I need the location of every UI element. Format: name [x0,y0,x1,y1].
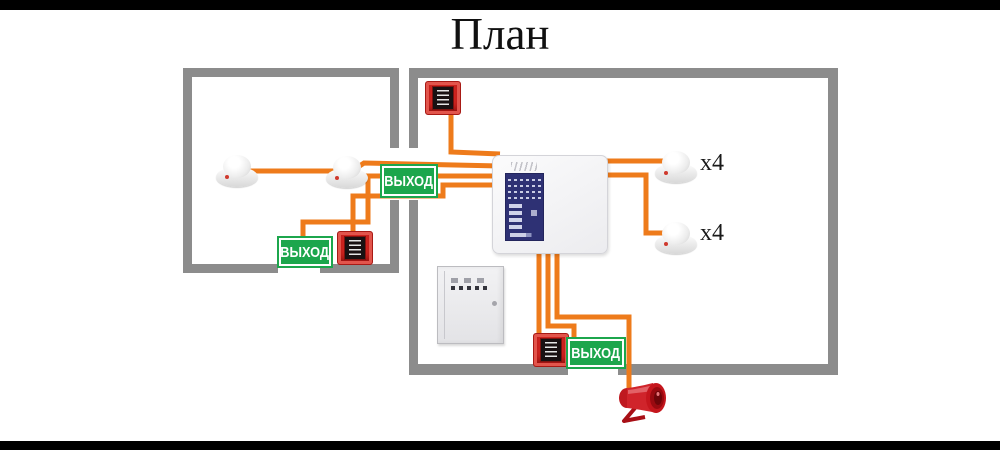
manual-call-point-glass [432,86,454,110]
left-room-wall-top [183,68,399,77]
control-panel [492,155,608,254]
left-room-wall-bottom-left [183,264,278,273]
exit-sign-label: ВЫХОД [280,243,330,261]
smoke-detector-1 [216,155,258,187]
manual-call-point-glass [540,338,562,362]
smoke-detector-led [225,175,229,179]
siren-bell-glint [656,392,660,396]
siren-highlight [628,385,653,394]
siren-icon [619,383,666,423]
smoke-detector-dome [223,155,251,178]
keypad-key [531,210,537,216]
smoke-detector-2 [326,156,368,188]
big-room-wall-left-lower [409,200,418,375]
letterbox-bottom [0,441,1000,450]
keypad-zone-indicators [509,204,522,230]
wire-panel-to-siren [554,251,632,392]
exit-sign-bottom: ВЫХОД [568,339,624,367]
wire-left-room-detector-loop [237,160,501,174]
exit-sign-corridor: ВЫХОД [382,166,436,196]
wire-panel-to-detector-right-bottom [602,172,664,236]
power-supply-unit [437,266,504,344]
page-title: План [450,9,550,59]
smoke-detector-3 [655,151,697,183]
siren-bracket [622,406,646,423]
wire-panel-to-exit-sign-bottom [545,251,577,342]
manual-call-point-glass [344,236,366,260]
manual-call-point-bottom [533,333,569,367]
panel-vents [511,162,537,171]
left-room-wall-right-lower [390,200,399,273]
psu-door-seam [444,271,445,339]
smoke-detector-dome [333,156,361,179]
smoke-detector-led [664,171,668,175]
exit-sign-label: ВЫХОД [571,344,621,362]
smoke-detector-led [664,242,668,246]
manual-call-point-top [425,81,461,115]
left-room-wall-left [183,68,192,273]
big-room-wall-bottom-right [618,364,838,375]
detector-count-label-bottom: x4 [700,220,724,246]
psu-indicator-leds [451,286,489,290]
exit-sign-left-room: ВЫХОД [279,238,331,266]
big-room-wall-right [828,68,838,375]
detector-count-label-top: x4 [700,150,724,176]
psu-indicator-labels [451,278,489,283]
smoke-detector-dome [662,151,690,174]
left-room-wall-bottom-right [320,264,399,273]
keypad-button-grid [508,177,541,199]
big-room-wall-bottom-left [409,364,568,375]
manual-call-point-left-room [337,231,373,265]
exit-sign-label: ВЫХОД [384,172,434,190]
smoke-detector-dome [662,222,690,245]
smoke-detector-led [335,176,339,180]
letterbox-top [0,0,1000,10]
smoke-detector-4 [655,222,697,254]
big-room-wall-left-upper [409,68,418,148]
panel-keypad [505,173,544,241]
wire-panel-to-callpoint-left [350,182,500,235]
psu-lock [492,301,497,306]
wire-callpoint-top-to-panel [448,112,501,157]
big-room-wall-top [409,68,838,78]
siren-bell-center [654,391,662,405]
left-room-wall-right-upper [390,68,399,148]
keypad-bottom-strip [510,233,539,237]
